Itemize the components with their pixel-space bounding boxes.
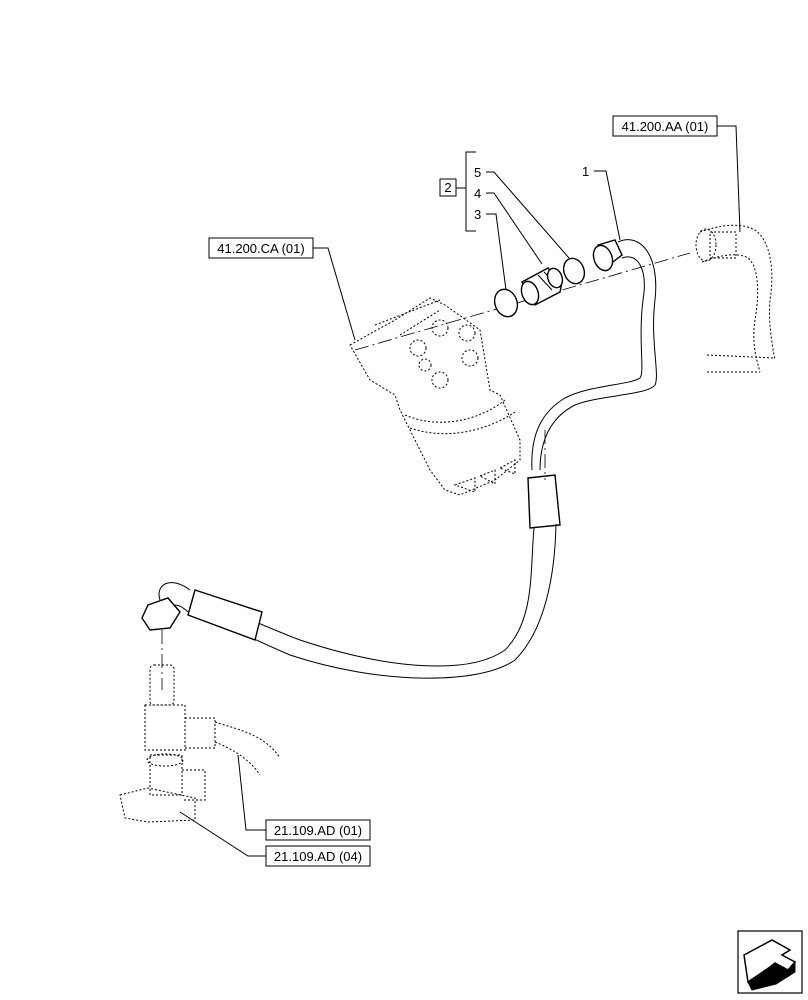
leader-item-1 bbox=[594, 170, 621, 241]
o-ring-3 bbox=[493, 288, 519, 318]
steering-unit-dotted bbox=[349, 297, 521, 496]
leader-21-109-ad-01 bbox=[237, 754, 266, 831]
right-hose-dotted bbox=[695, 224, 776, 373]
leader-41-200-aa bbox=[717, 125, 741, 233]
callout-21-109-ad-01[interactable]: 21.109.AD (01) bbox=[265, 819, 371, 841]
leader-item-3 bbox=[486, 213, 507, 291]
adapter-4 bbox=[520, 267, 564, 306]
pipe-1 bbox=[141, 239, 657, 679]
leader-41-200-ca bbox=[313, 247, 356, 341]
item-number-3[interactable]: 3 bbox=[474, 207, 481, 222]
group-bracket bbox=[456, 151, 476, 232]
svg-text:41.200.CA (01): 41.200.CA (01) bbox=[217, 241, 304, 256]
o-ring-5 bbox=[562, 257, 586, 285]
leader-item-5 bbox=[486, 171, 570, 259]
item-number-1[interactable]: 1 bbox=[582, 164, 589, 179]
callout-41-200-aa[interactable]: 41.200.AA (01) bbox=[612, 115, 718, 137]
svg-text:21.109.AD (01): 21.109.AD (01) bbox=[274, 823, 362, 838]
svg-text:41.200.AA (01): 41.200.AA (01) bbox=[622, 119, 709, 134]
arrow-navigation-icon[interactable] bbox=[737, 930, 803, 994]
svg-text:2: 2 bbox=[444, 180, 451, 195]
lower-fittings-dotted bbox=[119, 664, 281, 823]
leader-item-4 bbox=[486, 192, 543, 265]
callout-41-200-ca[interactable]: 41.200.CA (01) bbox=[208, 237, 314, 259]
item-number-4[interactable]: 4 bbox=[474, 186, 481, 201]
leader-21-109-ad-04 bbox=[179, 811, 266, 857]
centerline-upper bbox=[354, 252, 691, 351]
svg-text:21.109.AD (04): 21.109.AD (04) bbox=[274, 849, 362, 864]
item-number-2[interactable]: 2 bbox=[439, 178, 457, 197]
item-number-5[interactable]: 5 bbox=[474, 165, 481, 180]
callout-21-109-ad-04[interactable]: 21.109.AD (04) bbox=[265, 845, 371, 867]
